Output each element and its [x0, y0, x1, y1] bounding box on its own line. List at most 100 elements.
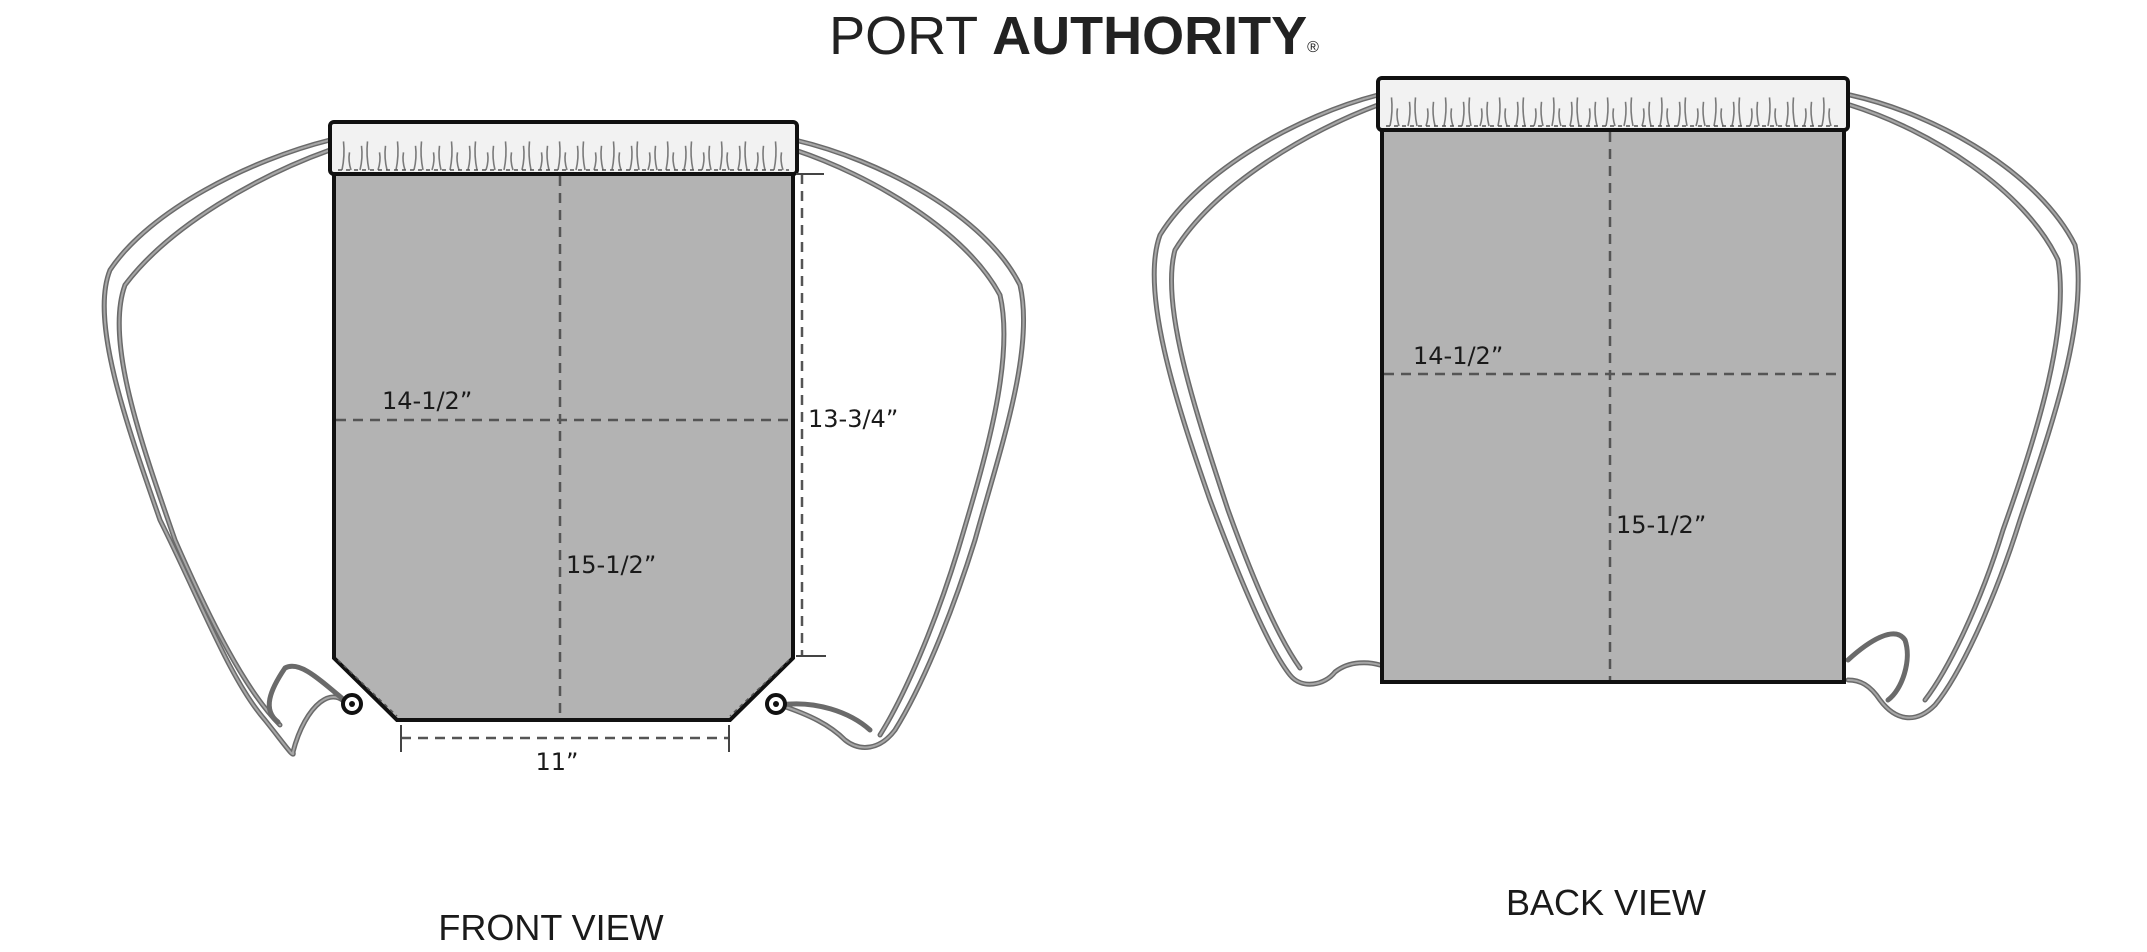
casing-gather-line — [701, 152, 705, 171]
casing-gather-line — [1396, 108, 1400, 127]
back-right-cord — [1845, 92, 2081, 721]
casing-gather-line — [1407, 101, 1411, 127]
casing-gather-line — [539, 152, 543, 171]
casing-gather-line — [1443, 97, 1447, 127]
casing-gather-line — [413, 145, 417, 171]
casing-gather-line — [744, 141, 748, 171]
front-side-height-label: 13-3/4” — [808, 405, 898, 433]
casing-gather-line — [1659, 97, 1663, 127]
front-bag-body — [332, 170, 795, 722]
casing-gather-line — [1738, 97, 1742, 127]
casing-gather-line — [719, 141, 723, 171]
back-bag-body — [1380, 126, 1846, 684]
casing-gather-line — [672, 152, 676, 171]
casing-gather-line — [1479, 108, 1483, 127]
casing-gather-line — [1666, 108, 1670, 127]
casing-gather-line — [402, 152, 406, 171]
front-width-label: 14-1/2” — [382, 387, 472, 415]
casing-gather-line — [593, 152, 597, 171]
casing-gather-line — [1821, 97, 1825, 127]
casing-gather-line — [1774, 108, 1778, 127]
brand-name: PORT AUTHORITY® — [829, 6, 1319, 66]
casing-gather-line — [1785, 101, 1789, 127]
casing-gather-line — [1810, 101, 1814, 127]
casing-gather-line — [366, 141, 370, 171]
casing-gather-line — [456, 152, 460, 171]
casing-gather-line — [1648, 101, 1652, 127]
casing-gather-line — [341, 141, 345, 171]
casing-gather-line — [492, 145, 496, 171]
casing-gather-line — [449, 141, 453, 171]
casing-gather-line — [629, 145, 633, 171]
registered-mark: ® — [1307, 39, 1319, 56]
casing-gather-line — [546, 145, 550, 171]
casing-gather-line — [1792, 97, 1796, 127]
casing-gather-line — [1767, 97, 1771, 127]
casing-gather-line — [348, 152, 352, 171]
casing-gather-line — [1594, 101, 1598, 127]
casing-gather-line — [1630, 97, 1634, 127]
casing-gather-line — [690, 141, 694, 171]
casing-gather-line — [510, 152, 514, 171]
casing-gather-line — [1486, 101, 1490, 127]
back-casing-gathers — [1386, 97, 1840, 127]
casing-gather-line — [557, 141, 561, 171]
casing-gather-line — [575, 145, 579, 171]
casing-gather-line — [485, 152, 489, 171]
casing-gather-line — [1749, 108, 1753, 127]
casing-gather-line — [755, 152, 759, 171]
casing-gather-line — [1461, 101, 1465, 127]
casing-gather-line — [1504, 108, 1508, 127]
casing-gather-line — [1756, 101, 1760, 127]
casing-gather-line — [438, 145, 442, 171]
casing-gather-line — [1641, 108, 1645, 127]
casing-gather-line — [1551, 97, 1555, 127]
casing-gather-line — [1450, 108, 1454, 127]
casing-gather-line — [474, 141, 478, 171]
casing-gather-line — [503, 141, 507, 171]
brand-name-strong: AUTHORITY — [992, 6, 1307, 66]
casing-gather-line — [1522, 97, 1526, 127]
casing-gather-line — [773, 141, 777, 171]
casing-gather-line — [1540, 101, 1544, 127]
casing-gather-line — [564, 152, 568, 171]
casing-gather-line — [1803, 108, 1807, 127]
back-view: 14-1/2” 15-1/2” BACK VIEW — [1151, 76, 2081, 923]
back-height-label: 15-1/2” — [1616, 511, 1706, 539]
casing-gather-line — [1720, 108, 1724, 127]
casing-gather-line — [1497, 97, 1501, 127]
casing-gather-line — [1533, 108, 1537, 127]
casing-gather-line — [1414, 97, 1418, 127]
casing-gather-line — [737, 145, 741, 171]
casing-gather-line — [1468, 97, 1472, 127]
casing-gather-line — [431, 152, 435, 171]
casing-gather-line — [654, 145, 658, 171]
casing-gather-line — [359, 145, 363, 171]
front-bottom-width-label: 11” — [536, 748, 579, 776]
casing-gather-line — [1684, 97, 1688, 127]
casing-gather-line — [1587, 108, 1591, 127]
casing-gather-line — [1612, 108, 1616, 127]
front-view: 14-1/2” 15-1/2” 13-3/4” 11” FRONT VIEW — [101, 120, 1027, 948]
casing-gather-line — [683, 145, 687, 171]
casing-gather-line — [611, 141, 615, 171]
front-right-grommet — [765, 693, 787, 715]
casing-gather-line — [528, 141, 532, 171]
casing-gather-line — [1713, 97, 1717, 127]
brand-name-light: PORT — [829, 6, 992, 66]
casing-gather-line — [1677, 101, 1681, 127]
casing-gather-line — [377, 152, 381, 171]
casing-gather-line — [1576, 97, 1580, 127]
casing-gather-line — [420, 141, 424, 171]
casing-gather-line — [647, 152, 651, 171]
casing-gather-line — [1605, 97, 1609, 127]
casing-gather-line — [1569, 101, 1573, 127]
back-left-cord — [1151, 92, 1383, 687]
casing-gather-line — [521, 145, 525, 171]
casing-gather-line — [1425, 108, 1429, 127]
front-casing-gathers — [338, 141, 789, 171]
front-drawstring-casing — [328, 120, 799, 176]
casing-gather-line — [600, 145, 604, 171]
casing-gather-line — [1558, 108, 1562, 127]
casing-gather-line — [1389, 97, 1393, 127]
